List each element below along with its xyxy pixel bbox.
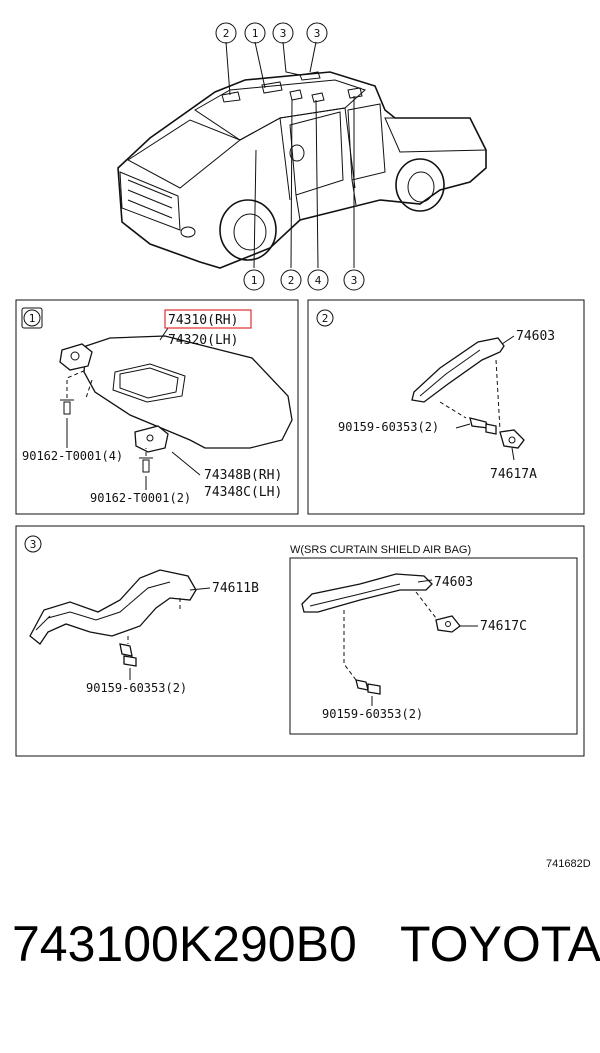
footer: 743100K290B0 TOYOTA [0,915,600,985]
label-screw-a: 90162-T0001(4) [22,449,123,463]
label-sub-grip: 74603 [434,575,473,590]
label-bolt-b: 90159-60353(2) [86,681,187,695]
sub-panel-title: W(SRS CURTAIN SHIELD AIR BAG) [290,544,471,556]
label-visor-rh: 74310(RH) [168,313,238,328]
label-visor-lh: 74320(LH) [168,333,238,348]
callout-bottom-4: 3 [351,274,358,287]
label-sub-bolt: 90159-60353(2) [322,707,423,721]
callout-bottom-1: 1 [251,274,258,287]
panel-3-grip: 3 74611B 90159-60353(2) W(SRS CURTAIN SH… [15,525,585,757]
drawing-reference: 741682D [546,858,591,870]
label-holder-rh: 74348B(RH) [204,468,282,483]
panel-2-assist-grip: 2 74603 90159-60353(2) 74617A [307,299,585,515]
panel-2-index: 2 [322,312,329,325]
label-grip: 74603 [516,329,555,344]
vehicle-illustration [117,41,487,269]
callout-bottom-3: 4 [315,274,322,287]
callout-top-3: 3 [280,27,287,40]
label-grip-b: 74611B [212,581,259,596]
label-holder-lh: 74348C(LH) [204,485,282,500]
panel-1-sun-visor: 1 74310(RH) 74320(LH) 90162-T0001(4) 743… [15,299,299,515]
vehicle-callouts-top: 2 1 3 3 [215,22,328,44]
highlight-box [164,309,252,329]
part-number: 743100K290B0 [12,916,357,972]
callout-bottom-2: 2 [288,274,295,287]
callout-top-4: 3 [314,27,321,40]
label-bolt: 90159-60353(2) [338,420,439,434]
label-sub-cover: 74617C [480,619,527,634]
vehicle-callouts-bottom: 1 2 4 3 [243,269,365,291]
parts-diagram: 2 1 3 3 1 2 4 3 1 [15,22,585,757]
callout-top-2: 1 [252,27,259,40]
brand-name: TOYOTA [400,916,600,972]
panel-3-index: 3 [30,538,37,551]
panel-1-index: 1 [29,312,36,325]
callout-top-1: 2 [223,27,230,40]
label-cover: 74617A [490,467,537,482]
label-screw-b: 90162-T0001(2) [90,491,191,505]
